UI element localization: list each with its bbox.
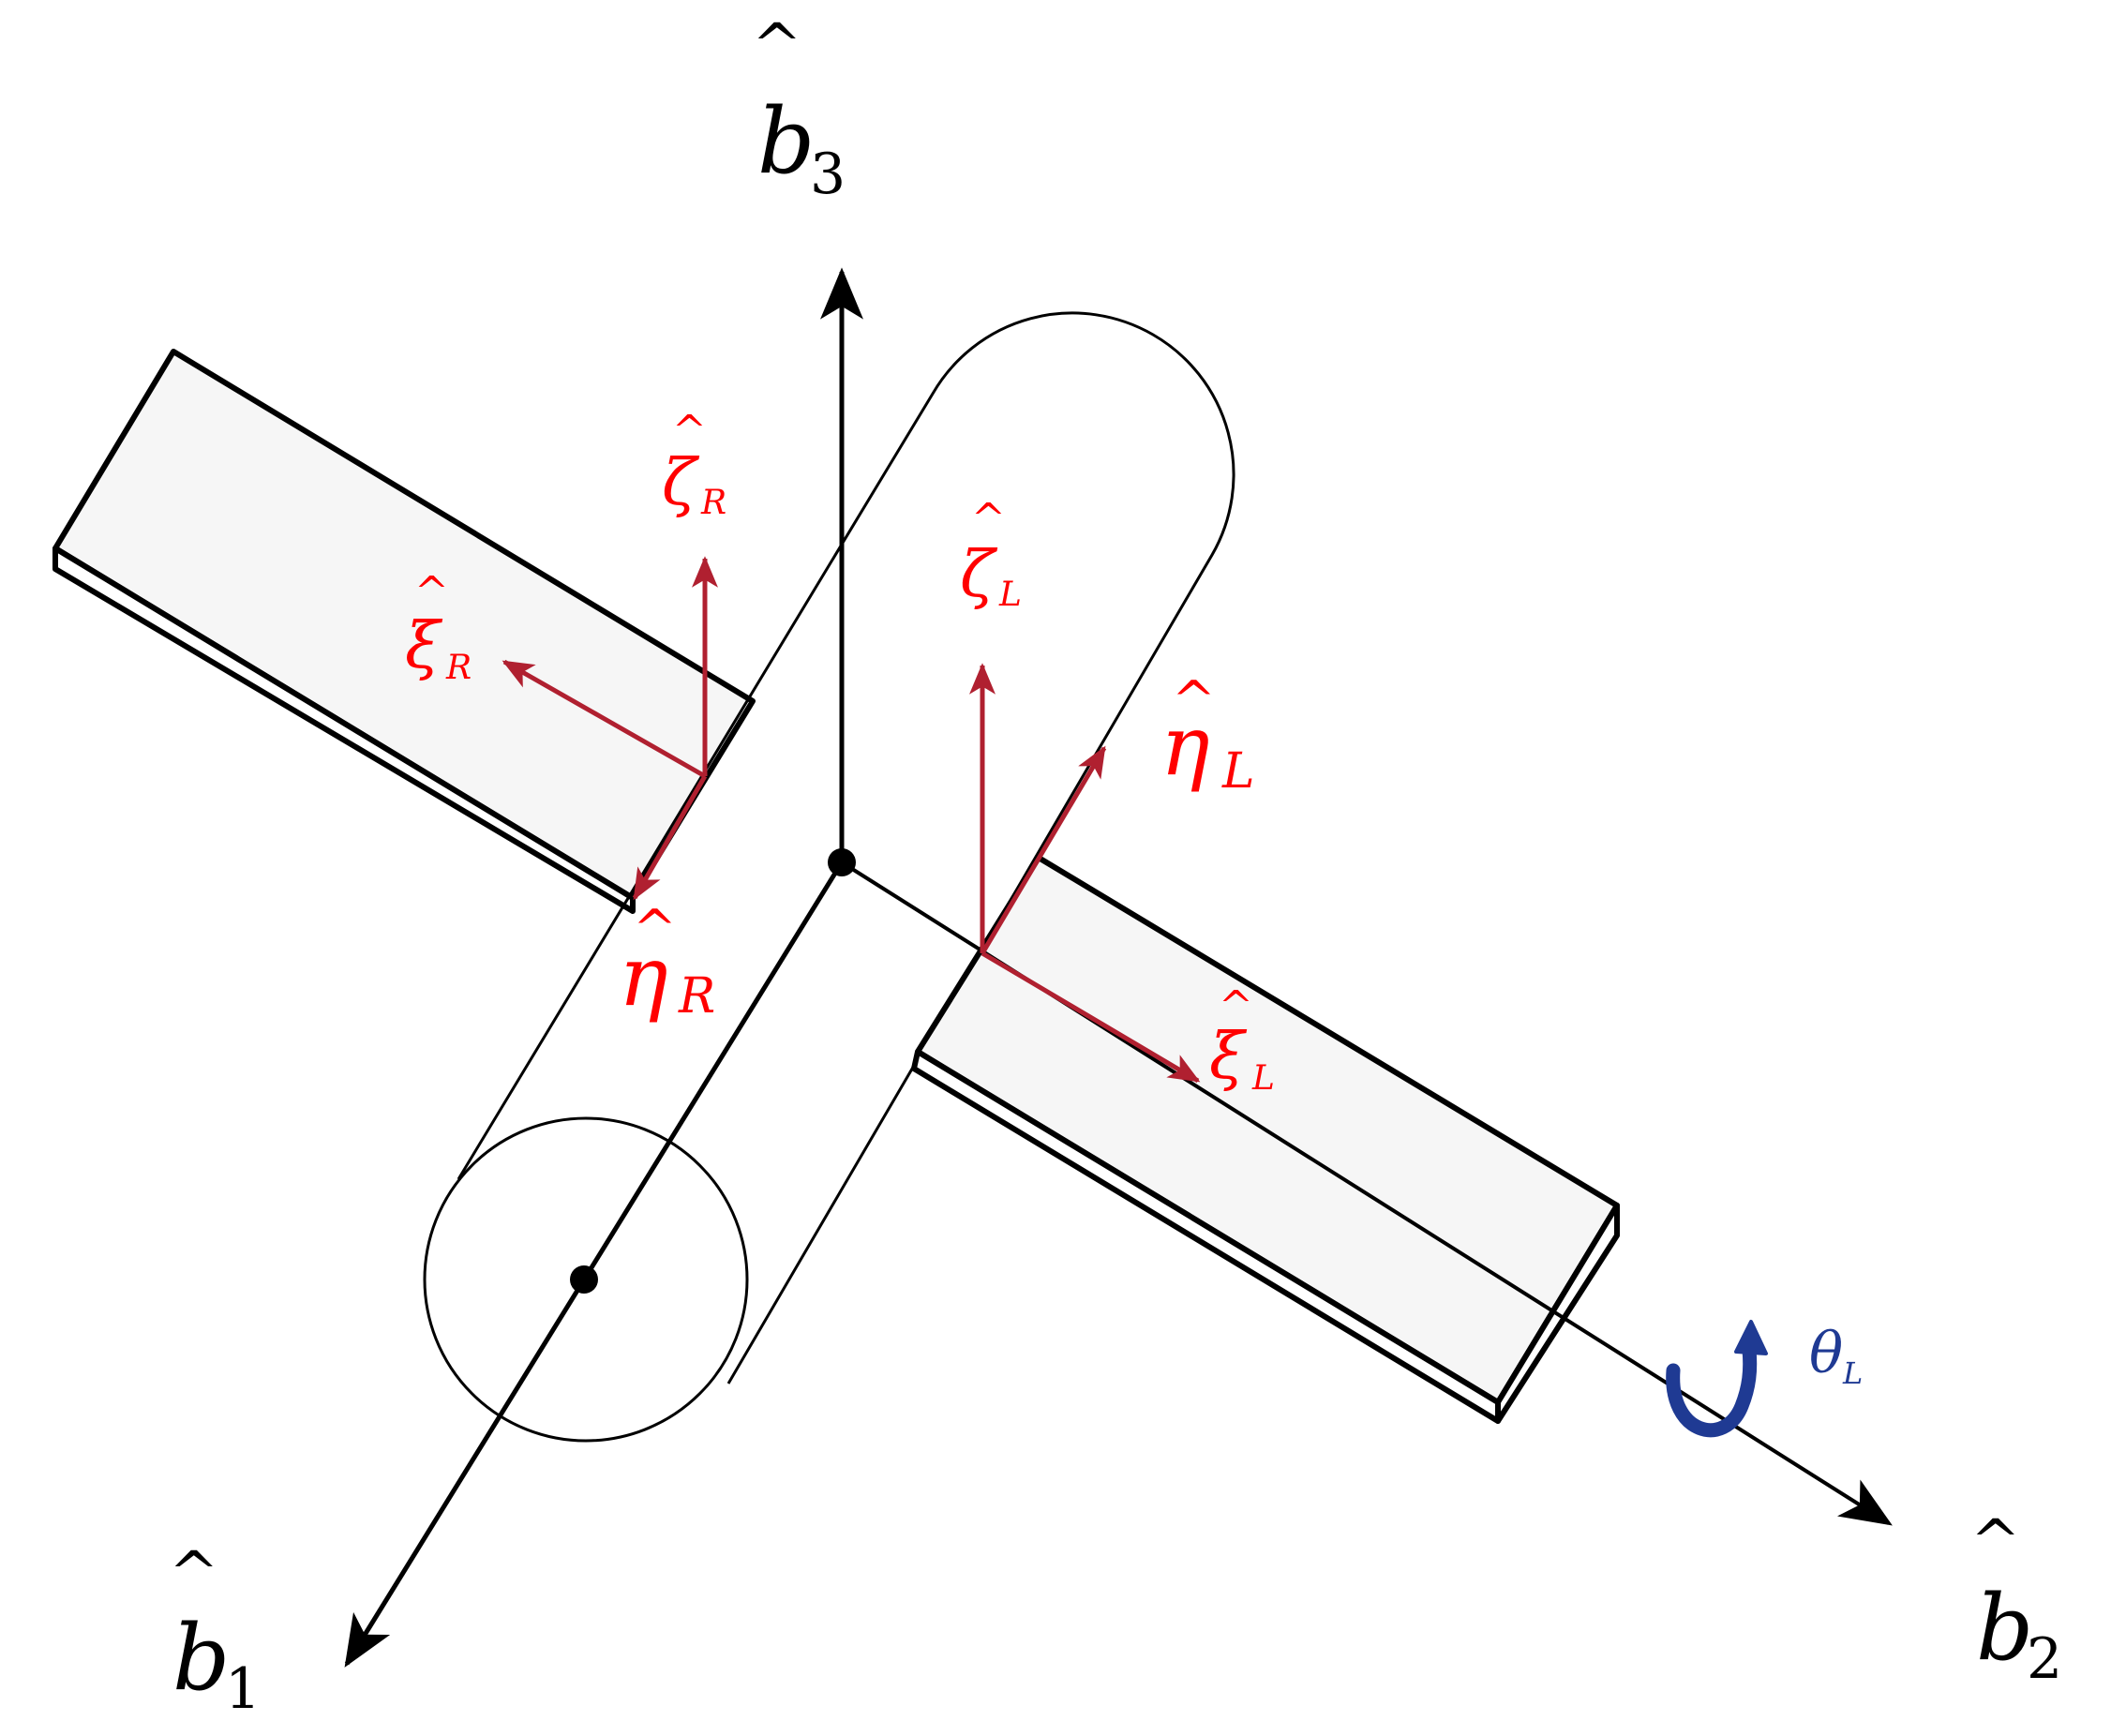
b1-hat: ^ [169,1539,219,1609]
xi-r-symbol: ξ [405,609,443,683]
xi-l-subscript: L [1251,1059,1275,1098]
b1-symbol: b [172,1606,230,1711]
xi-l-symbol: ξ [1209,1020,1248,1094]
eta-r-vector [632,774,708,901]
b2-hat: ^ [1970,1507,2021,1577]
fuselage-front-circle [423,1116,749,1443]
right-wing-plate [52,349,756,914]
eta-r-symbol: η [619,928,668,1025]
xi-l-hat: ^ [1219,982,1253,1030]
eta-r-subscript: R [678,968,715,1025]
theta-l-symbol: θ [1809,1321,1843,1386]
left-wing-plate [911,855,1620,1424]
zeta-r-subscript: R [700,484,726,522]
b1-axis [344,861,845,1668]
body-origin-point [828,848,856,876]
theta-l-subscript: L [1842,1355,1863,1391]
zeta-l-subscript: L [998,576,1022,614]
fuselage-center-point [570,1265,598,1294]
xi-r-hat: ^ [414,568,449,616]
zeta-l-label: ^ ζ L [960,495,1022,614]
xi-l-vector [981,950,1201,1084]
b3-label: ^ b 3 [752,11,846,207]
xi-l-label: ^ ξ L [1209,982,1275,1098]
eta-l-label: ^ η L [1160,670,1255,800]
zeta-r-hat: ^ [672,407,707,455]
right-wing-side-face [52,546,636,914]
b3-subscript: 3 [810,142,846,207]
b1-label: ^ b 1 [169,1539,261,1722]
eta-l-vector [980,745,1107,955]
xi-r-label: ^ ξ R [405,568,472,687]
b2-symbol: b [1976,1576,2033,1681]
eta-l-symbol: η [1160,697,1210,794]
eta-l-hat: ^ [1172,670,1216,731]
b3-hat: ^ [752,11,802,81]
b3-symbol: b [757,89,815,194]
eta-r-hat: ^ [633,899,677,960]
xi-r-vector [502,659,707,779]
curved-rotation-arrow-icon [1666,1320,1768,1438]
b2-label: ^ b 2 [1970,1507,2062,1692]
xi-r-subscript: R [445,649,472,687]
theta-l-label: θ L [1809,1321,1863,1391]
zeta-l-hat: ^ [971,495,1006,543]
left-wing-frame [969,663,1201,1084]
zeta-r-symbol: ζ [662,446,700,520]
right-wing-frame [502,556,718,901]
zeta-l-symbol: ζ [960,538,998,612]
fuselage-upper-edge [457,311,1235,1384]
eta-l-subscript: L [1221,743,1255,800]
zeta-r-label: ^ ζ R [662,407,726,522]
b2-subscript: 2 [2027,1626,2062,1692]
eta-r-label: ^ η R [619,899,715,1025]
fuselage-outline [423,311,1235,1443]
b1-subscript: 1 [225,1656,261,1722]
